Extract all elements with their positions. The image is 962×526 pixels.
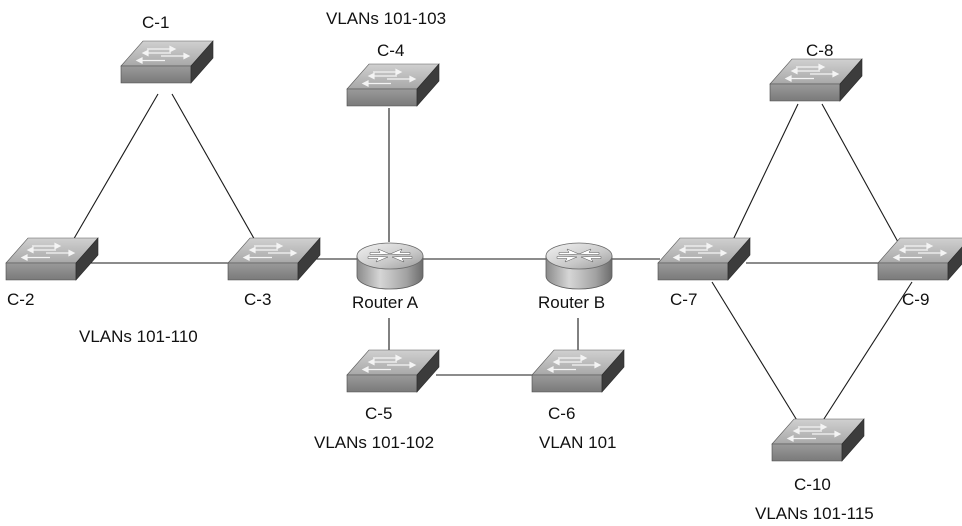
switch-c-4[interactable] (346, 63, 440, 107)
switch-c-9[interactable] (877, 237, 962, 281)
switch-c-3[interactable] (227, 237, 321, 281)
switches-layer (5, 40, 962, 462)
label-c10: C-10 (794, 475, 831, 494)
label-c4: C-4 (377, 41, 404, 60)
vlan-label-left: VLANs 101-110 (79, 327, 198, 346)
vlan-label-c5: VLANs 101-102 (314, 433, 434, 452)
label-router-a: Router A (352, 293, 419, 312)
switch-c-7[interactable] (657, 237, 751, 281)
label-c5: C-5 (365, 404, 392, 423)
switch-c-2[interactable] (5, 237, 99, 281)
switch-c-8[interactable] (769, 58, 863, 102)
router-a[interactable] (356, 242, 424, 290)
label-c7: C-7 (670, 290, 697, 309)
switch-c-5[interactable] (346, 349, 440, 393)
link-c1-c2 (71, 93, 159, 243)
labels-layer: C-1 C-2 C-3 C-4 C-5 C-6 C-7 C-8 C-9 C-10… (7, 9, 929, 523)
link-c7-c10 (711, 281, 799, 423)
label-c8: C-8 (806, 41, 833, 60)
router-b[interactable] (545, 242, 613, 290)
switch-c-10[interactable] (771, 418, 865, 462)
switch-c-1[interactable] (120, 40, 214, 84)
label-c1: C-1 (142, 13, 169, 32)
link-c9-c10 (821, 281, 913, 423)
link-c1-c3 (171, 93, 257, 243)
label-c9: C-9 (902, 290, 929, 309)
label-c6: C-6 (548, 404, 575, 423)
label-c3: C-3 (244, 290, 271, 309)
label-c2: C-2 (7, 290, 34, 309)
vlan-label-right: VLANs 101-115 (755, 504, 874, 523)
links-layer (71, 93, 913, 423)
switch-c-6[interactable] (531, 349, 625, 393)
link-c7-c8 (731, 103, 799, 243)
label-router-b: Router B (538, 293, 605, 312)
router-arrows-icon (556, 248, 602, 263)
vlan-label-c4: VLANs 101-103 (326, 9, 446, 28)
routers-layer (356, 242, 613, 290)
link-c8-c9 (821, 103, 899, 243)
vlan-label-c6: VLAN 101 (539, 433, 617, 452)
router-arrows-icon (367, 248, 413, 263)
